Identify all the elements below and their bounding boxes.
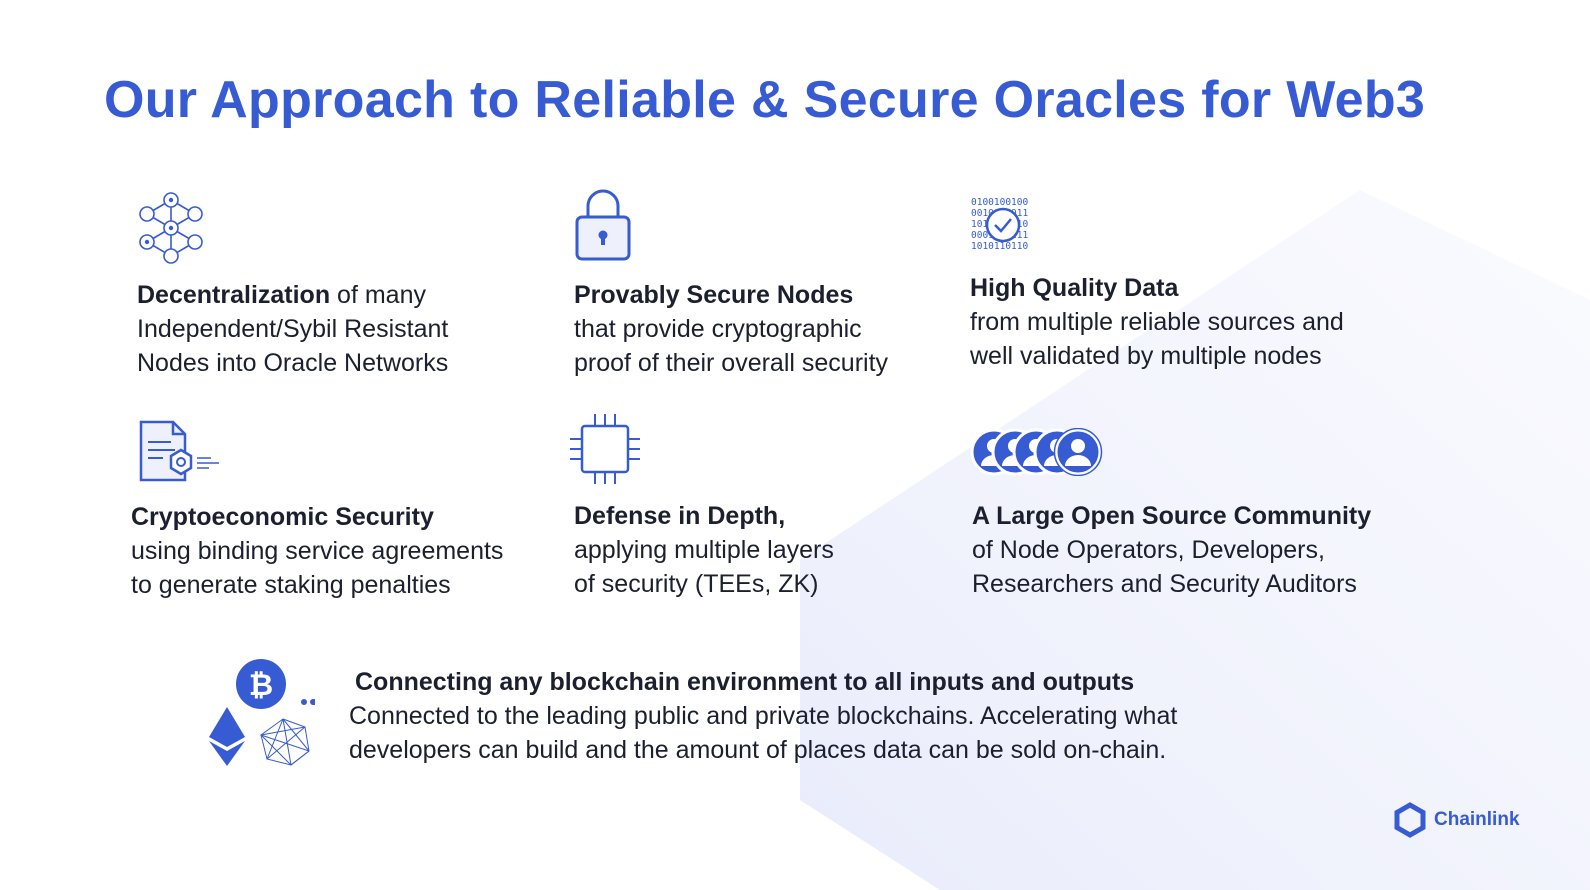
feature-desc-line: using binding service agreements <box>131 537 504 565</box>
feature-desc-line: of Node Operators, Developers, <box>972 536 1325 564</box>
ethereum-icon <box>209 707 245 766</box>
contract-document-icon <box>139 420 219 482</box>
feature-desc-line: Independent/Sybil Resistant <box>137 315 449 343</box>
network-nodes-icon <box>139 192 203 264</box>
feature-desc-line: Nodes into Oracle Networks <box>137 349 449 377</box>
chip-icon <box>570 414 640 484</box>
feature-title-suffix: of many <box>330 281 426 309</box>
blockchain-logos: ₿ <box>209 659 315 766</box>
svg-text:₿: ₿ <box>249 668 273 703</box>
community-people-icon <box>970 428 1103 476</box>
padlock-icon <box>575 189 631 261</box>
feature-desc-line: that provide cryptographic <box>574 315 862 343</box>
feature-title: A Large Open Source Community <box>972 502 1372 530</box>
feature-desc-line: of security (TEEs, ZK) <box>574 570 819 598</box>
binary-row: 0100100100 <box>971 197 1028 208</box>
feature-desc-line: proof of their overall security <box>574 349 889 377</box>
feature-title: Cryptoeconomic Security <box>131 503 434 531</box>
bottom-desc-line: developers can build and the amount of p… <box>349 736 1167 764</box>
chainlink-hexagon-icon <box>1394 802 1426 838</box>
feature-desc-line: applying multiple layers <box>574 536 834 564</box>
bitcoin-icon: ₿ <box>236 659 286 709</box>
bottom-desc-line: Connected to the leading public and priv… <box>349 702 1178 730</box>
binary-row: 1010110110 <box>971 241 1028 252</box>
feature-title: Decentralization <box>137 281 331 309</box>
feature-desc-line: well validated by multiple nodes <box>970 342 1322 370</box>
feature-desc-line: to generate staking penalties <box>131 571 451 599</box>
bottom-heading: Connecting any blockchain environment to… <box>355 668 1135 696</box>
feature-title: High Quality Data <box>970 274 1179 302</box>
logo-text: Chainlink <box>1434 809 1520 830</box>
chainlink-logo: Chainlink <box>1394 802 1520 838</box>
feature-desc-line: from multiple reliable sources and <box>970 308 1344 336</box>
polyhedron-network-icon <box>260 718 310 766</box>
more-dots-icon <box>301 699 315 705</box>
feature-desc-line: Researchers and Security Auditors <box>972 570 1357 598</box>
page-title: Our Approach to Reliable & Secure Oracle… <box>104 71 1426 129</box>
feature-title: Provably Secure Nodes <box>574 281 854 309</box>
feature-title: Defense in Depth, <box>574 502 786 530</box>
binary-data-check-icon: 0100100100 0010011011 1011001110 0001101… <box>971 197 1028 252</box>
